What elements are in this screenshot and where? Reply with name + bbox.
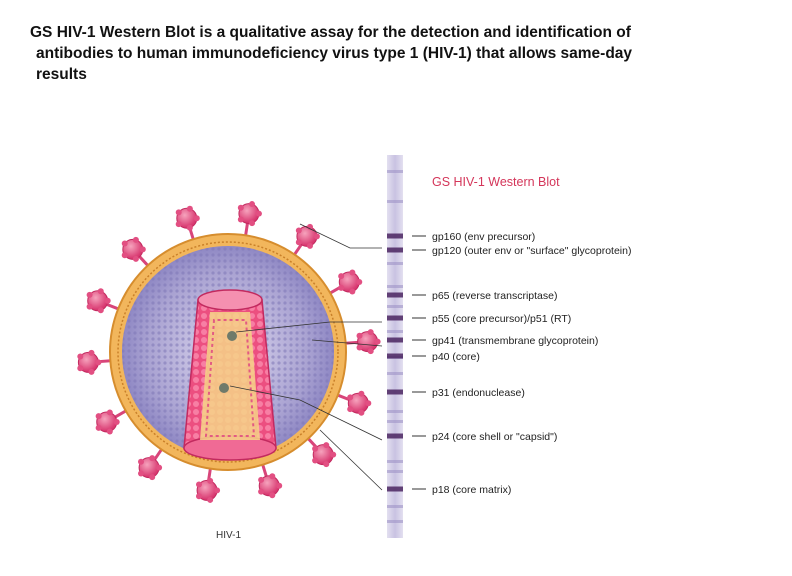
band-label-gp120: gp120 (outer env or "surface" glycoprote… (432, 245, 631, 257)
strip-faint-band (387, 520, 403, 523)
strip-faint-band (387, 410, 403, 413)
leader-lines (229, 223, 383, 491)
band-label-gp160: gp160 (env precursor) (432, 231, 535, 243)
blot-title: GS HIV-1 Western Blot (432, 175, 560, 189)
hiv-virion (77, 201, 381, 503)
strip-faint-band (387, 305, 403, 308)
strip-faint-band (387, 505, 403, 508)
strip-band-p18 (387, 486, 403, 492)
strip-faint-band (387, 372, 403, 375)
strip-band-p31 (387, 389, 403, 395)
spike-icon (95, 408, 129, 435)
strip-band-p24 (387, 433, 403, 439)
strip-faint-band (387, 170, 403, 173)
capsid-cone (183, 289, 277, 461)
strip-background (387, 155, 403, 538)
strip-faint-band (387, 330, 403, 333)
blot-strip (387, 155, 403, 538)
slide-title: GS HIV-1 Western Blot is a qualitative a… (30, 22, 770, 85)
strip-band-gp160 (387, 233, 403, 239)
slide-title-line-3: results (36, 66, 87, 83)
strip-faint-band (387, 200, 403, 203)
spike-icon (305, 436, 337, 468)
spike-icon (292, 223, 320, 258)
strip-band-gp41 (387, 337, 403, 343)
strip-faint-band (387, 470, 403, 473)
slide-title-line-1: GS HIV-1 Western Blot is a qualitative a… (30, 24, 631, 41)
spike-icon (175, 205, 200, 242)
band-label-p31: p31 (endonuclease) (432, 387, 525, 399)
band-label-p55: p55 (core precursor)/p51 (RT) (432, 313, 571, 325)
spike-icon (121, 236, 151, 268)
strip-band-p65 (387, 292, 403, 298)
spike-icon (258, 462, 283, 499)
spike-icon (343, 329, 381, 355)
strip-bands (387, 170, 403, 523)
strip-faint-band (387, 262, 403, 265)
slide-title-line-2: antibodies to human immunodeficiency vir… (36, 45, 633, 62)
virus-label: HIV-1 (216, 530, 241, 541)
spike-icon (86, 288, 121, 314)
spike-icon (137, 446, 164, 481)
strip-band-p55 (387, 315, 403, 321)
band-label-p65: p65 (reverse transcriptase) (432, 290, 557, 302)
strip-faint-band (387, 420, 403, 423)
spike-icon (77, 349, 113, 375)
envelope-inner-edge (117, 241, 339, 463)
band-label-gp41: gp41 (transmembrane glycoprotein) (432, 335, 598, 347)
band-label-p24: p24 (core shell or "capsid") (432, 431, 557, 443)
strip-band-gp120 (387, 247, 403, 253)
strip-faint-band (387, 460, 403, 463)
band-labels: gp160 (env precursor) gp120 (outer env or… (412, 231, 631, 496)
band-label-p40: p40 (core) (432, 351, 480, 363)
spike-icon (195, 466, 221, 503)
spike-icon (335, 390, 372, 416)
spike-icon (327, 269, 363, 296)
spike-icon (237, 201, 262, 238)
strip-faint-band (387, 285, 403, 288)
strip-band-p40 (387, 353, 403, 359)
band-label-p18: p18 (core matrix) (432, 484, 511, 496)
